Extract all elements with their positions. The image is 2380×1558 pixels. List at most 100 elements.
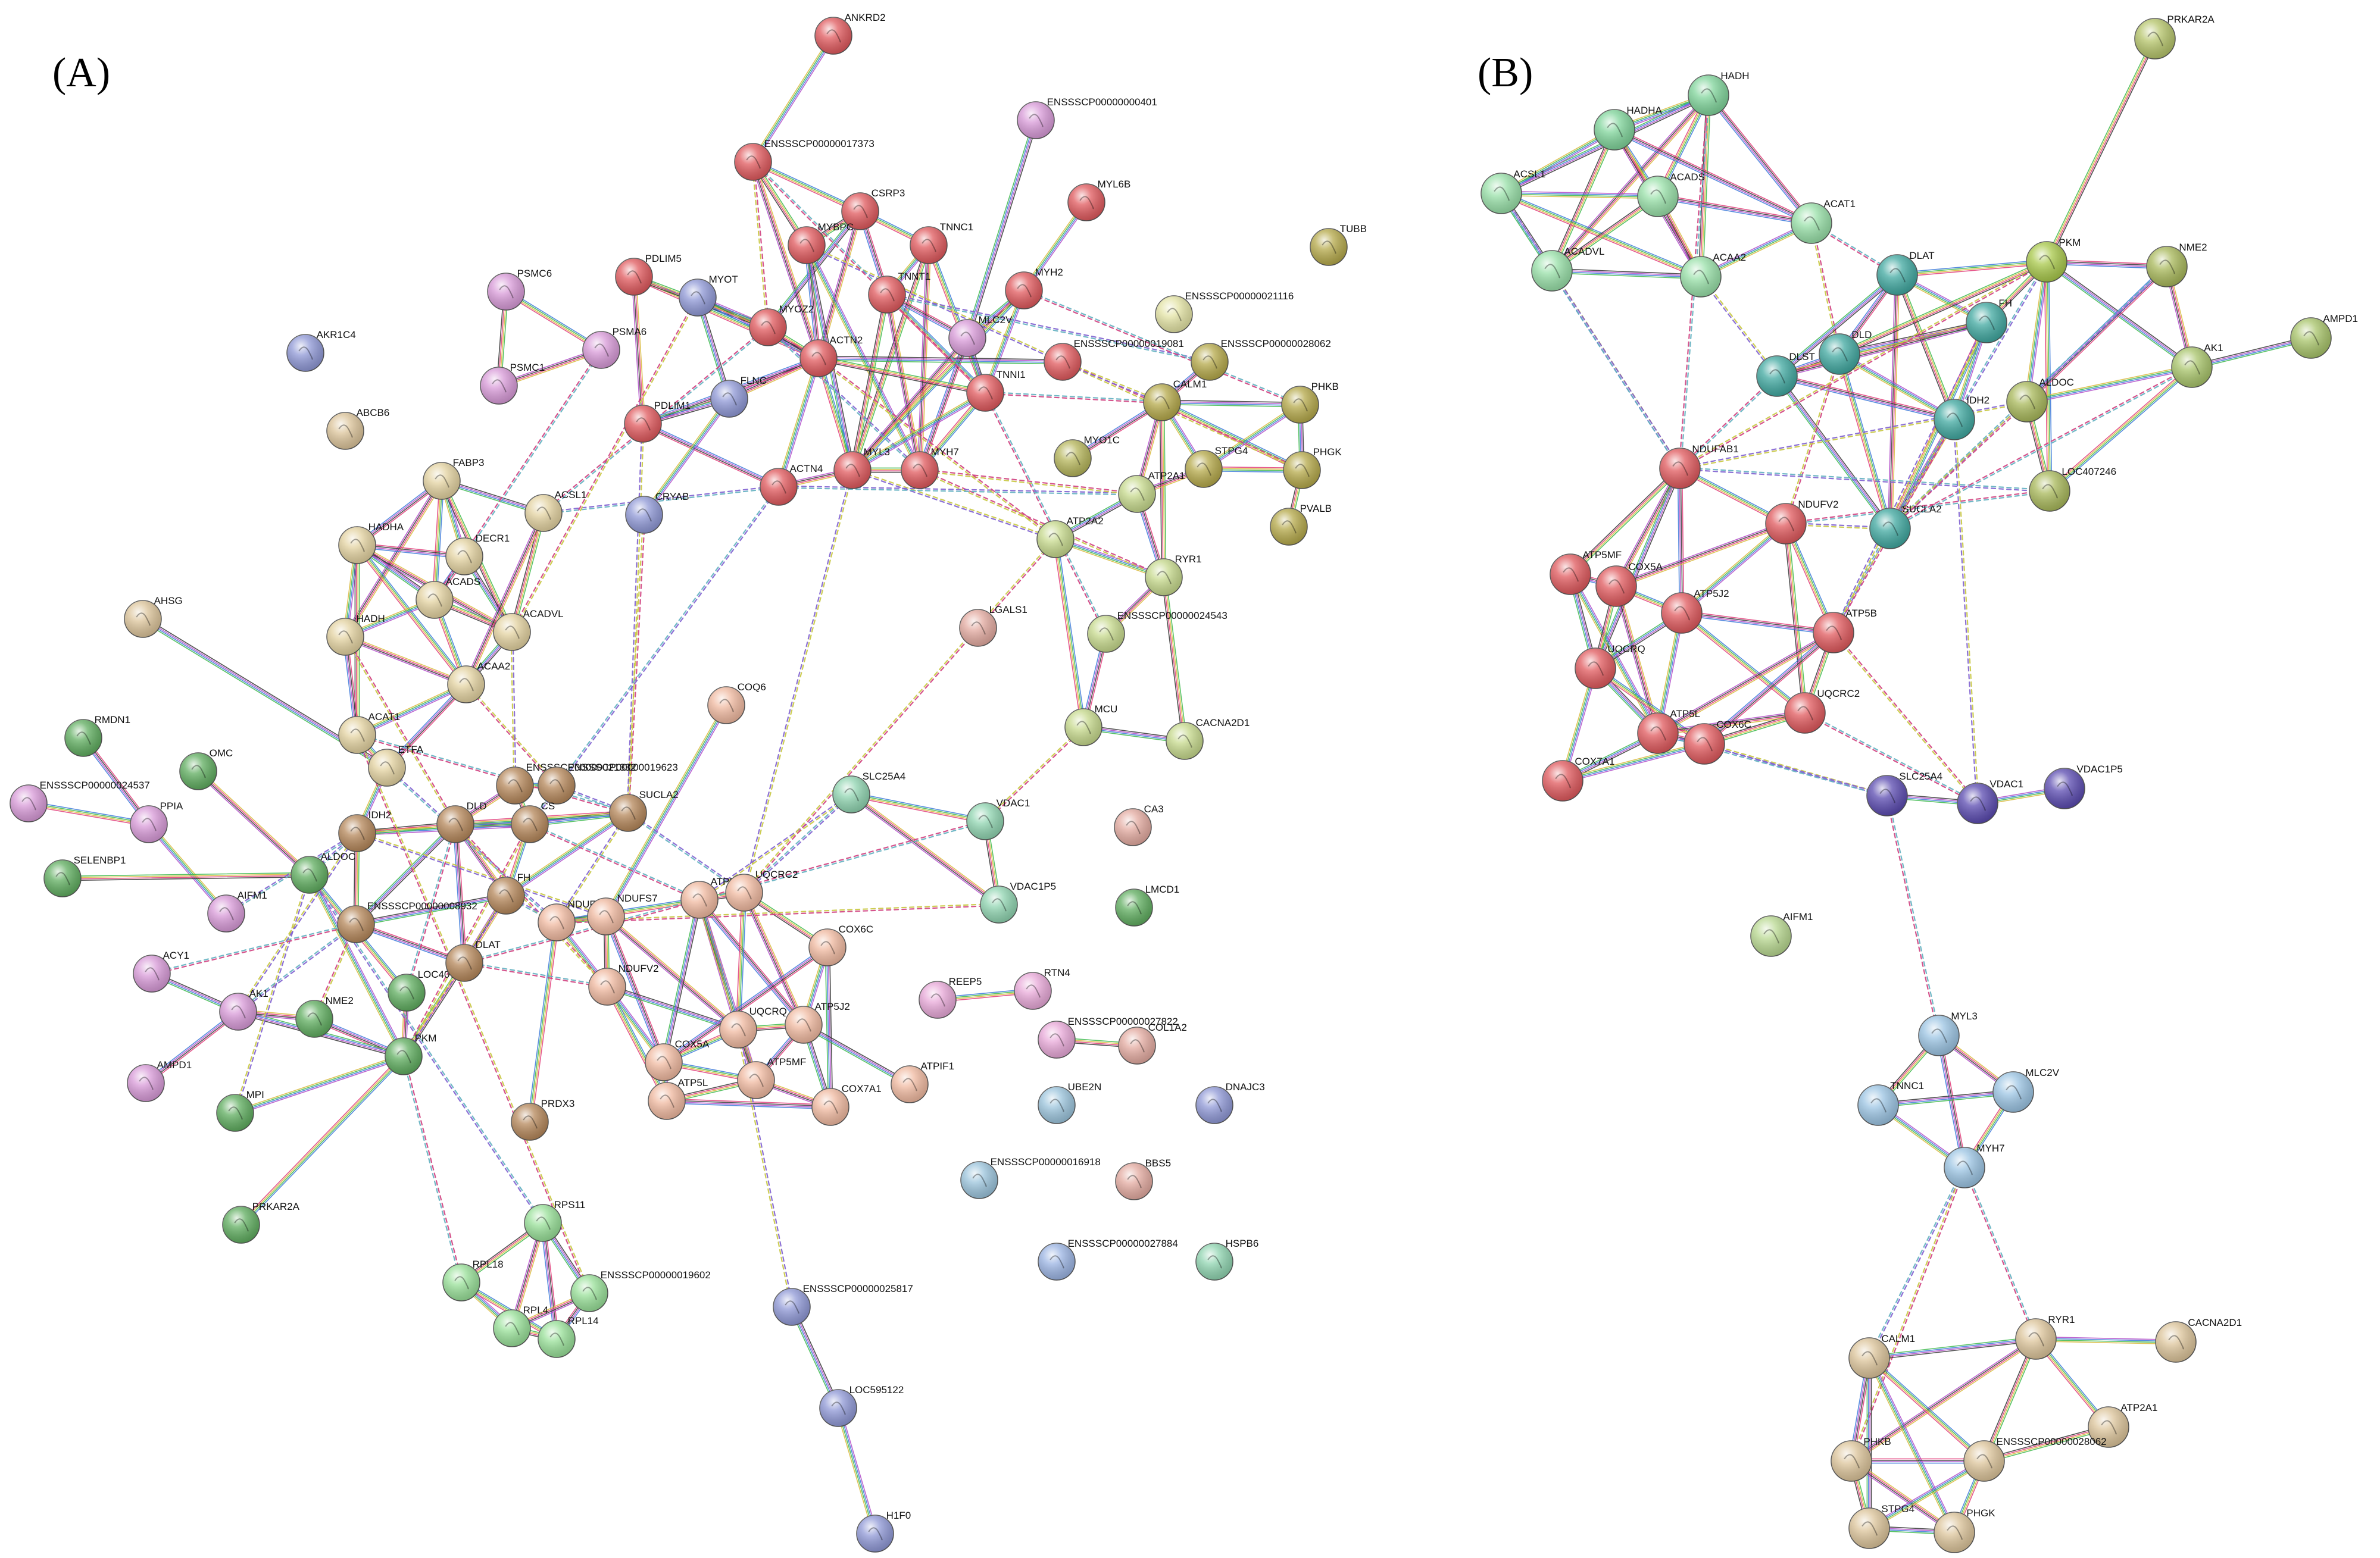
node-atpif1[interactable]: ATPIF1 (891, 1060, 954, 1103)
node-ppia[interactable]: PPIA (130, 800, 183, 843)
node-dlat[interactable]: DLAT (1876, 250, 1935, 296)
node-psmc6[interactable]: PSMC6 (487, 268, 552, 311)
node-acsl1[interactable]: ACSL1 (1481, 168, 1545, 214)
node-hspb6[interactable]: HSPB6 (1195, 1238, 1258, 1281)
node-myl3[interactable]: MYL3 (833, 446, 890, 489)
node-flnc[interactable]: FLNC (710, 375, 767, 418)
node-myo1c[interactable]: MYO1C (1054, 434, 1120, 477)
node-actn2[interactable]: ACTN2 (799, 334, 863, 377)
node-rmdn1[interactable]: RMDN1 (64, 714, 130, 757)
node-atp2a2[interactable]: ATP2A2 (1036, 515, 1104, 558)
node-slc25a4[interactable]: SLC25A4 (832, 771, 905, 814)
node-dlst[interactable]: DLST (1756, 351, 1815, 397)
node-myoz2[interactable]: MYOZ2 (749, 304, 814, 346)
node-enssscp00000008932[interactable]: ENSSSCP00000008932 (337, 900, 477, 943)
node-dnajc3[interactable]: DNAJC3 (1195, 1081, 1265, 1124)
node-nme2[interactable]: NME2 (295, 995, 354, 1038)
node-enssscp00000017373[interactable]: ENSSSCP00000017373 (734, 138, 874, 181)
node-ndufv2[interactable]: NDUFV2 (588, 963, 659, 1006)
node-ahsg[interactable]: AHSG (124, 595, 183, 638)
node-atp5j2[interactable]: ATP5J2 (1661, 588, 1729, 634)
node-acads[interactable]: ACADS (416, 576, 480, 619)
node-fh[interactable]: FH (1966, 298, 2012, 343)
node-mpi[interactable]: MPI (216, 1089, 264, 1132)
node-myot[interactable]: MYOT (679, 274, 738, 317)
node-idh2[interactable]: IDH2 (338, 809, 391, 852)
node-idh2[interactable]: IDH2 (1934, 395, 1989, 440)
node-atp5b[interactable]: ATP5B (1813, 608, 1877, 653)
node-uqcrc2[interactable]: UQCRC2 (725, 869, 798, 912)
node-enssscp00000021116[interactable]: ENSSSCP00000021116 (1155, 290, 1294, 333)
node-cryab[interactable]: CRYAB (625, 491, 689, 534)
node-prkar2a[interactable]: PRKAR2A (2134, 14, 2215, 60)
node-cox5a[interactable]: COX5A (1595, 561, 1663, 607)
node-atp5mf[interactable]: ATP5MF (737, 1056, 806, 1099)
node-psma6[interactable]: PSMA6 (582, 326, 646, 369)
node-prkar2a[interactable]: PRKAR2A (222, 1201, 300, 1244)
node-aldoc[interactable]: ALDOC (2006, 377, 2074, 423)
node-decr1[interactable]: DECR1 (445, 533, 510, 575)
node-aifm1[interactable]: AIFM1 (207, 890, 267, 933)
node-enssscp00000016918[interactable]: ENSSSCP00000016918 (960, 1156, 1101, 1199)
node-phgk[interactable]: PHGK (1934, 1507, 1995, 1553)
node-vdac1[interactable]: VDAC1 (1957, 778, 2023, 824)
node-acat1[interactable]: ACAT1 (1791, 198, 1856, 244)
node-rpl18[interactable]: RPL18 (442, 1259, 504, 1302)
node-enssscp00000000401[interactable]: ENSSSCP00000000401 (1017, 96, 1157, 139)
node-cox5a[interactable]: COX5A (645, 1038, 710, 1081)
node-acy1[interactable]: ACY1 (133, 950, 189, 993)
node-rpl14[interactable]: RPL14 (538, 1315, 599, 1358)
node-pdlim1[interactable]: PDLIM1 (624, 400, 691, 443)
node-hadha[interactable]: HADHA (338, 521, 404, 564)
node-fabp3[interactable]: FABP3 (423, 457, 485, 500)
node-mlc2v[interactable]: MLC2V (1992, 1067, 2060, 1113)
node-acat1[interactable]: ACAT1 (338, 711, 400, 754)
node-myh2[interactable]: MYH2 (1005, 267, 1063, 309)
node-stpg4[interactable]: STPG4 (1185, 445, 1248, 488)
node-tubb[interactable]: TUBB (1310, 223, 1367, 266)
node-cox6c[interactable]: COX6C (808, 924, 873, 966)
node-acaa2[interactable]: ACAA2 (1680, 252, 1746, 298)
node-rps11[interactable]: RPS11 (524, 1199, 585, 1242)
node-phkb[interactable]: PHKB (1831, 1436, 1891, 1482)
node-mcu[interactable]: MCU (1064, 703, 1117, 746)
node-ak1[interactable]: AK1 (219, 988, 268, 1031)
node-hadha[interactable]: HADHA (1594, 105, 1663, 151)
node-psmc1[interactable]: PSMC1 (480, 362, 545, 405)
node-dld[interactable]: DLD (436, 800, 487, 843)
node-vdac1[interactable]: VDAC1 (966, 797, 1030, 840)
node-loc407246[interactable]: LOC407246 (2029, 466, 2116, 512)
node-phgk[interactable]: PHGK (1283, 446, 1342, 489)
node-atp5l[interactable]: ATP5L (648, 1077, 708, 1120)
node-atp5j2[interactable]: ATP5J2 (785, 1001, 850, 1044)
node-enssscp00000019623[interactable]: ENSSSCP00000019623 (538, 762, 678, 805)
node-ca3[interactable]: CA3 (1114, 803, 1164, 846)
node-hadh[interactable]: HADH (326, 613, 385, 656)
node-myl3[interactable]: MYL3 (1918, 1010, 1978, 1056)
node-enssscp00000019602[interactable]: ENSSSCP00000019602 (570, 1269, 711, 1312)
node-cox7a1[interactable]: COX7A1 (1542, 756, 1614, 802)
node-vdac1p5[interactable]: VDAC1P5 (980, 881, 1056, 924)
node-enssscp00000028062[interactable]: ENSSSCP00000028062 (1963, 1436, 2107, 1482)
node-uqcrq[interactable]: UQCRQ (719, 1006, 787, 1049)
node-calm1[interactable]: CALM1 (1143, 378, 1207, 421)
node-dlat[interactable]: DLAT (445, 939, 501, 982)
node-acads[interactable]: ACADS (1637, 171, 1705, 217)
node-aifm1[interactable]: AIFM1 (1750, 911, 1813, 957)
node-enssscp00000027884[interactable]: ENSSSCP00000027884 (1038, 1238, 1178, 1281)
node-h1f0[interactable]: H1F0 (856, 1510, 911, 1553)
node-atp2a1[interactable]: ATP2A1 (1118, 470, 1185, 513)
node-loc595122[interactable]: LOC595122 (819, 1384, 904, 1427)
node-cox7a1[interactable]: COX7A1 (811, 1083, 882, 1126)
node-sucla2[interactable]: SUCLA2 (1869, 503, 1942, 549)
node-ube2n[interactable]: UBE2N (1038, 1081, 1101, 1124)
node-nme2[interactable]: NME2 (2146, 242, 2207, 287)
node-myh7[interactable]: MYH7 (1944, 1143, 2005, 1188)
node-actn4[interactable]: ACTN4 (760, 463, 823, 506)
node-vdac1p5[interactable]: VDAC1P5 (2044, 764, 2123, 809)
node-uqcrc2[interactable]: UQCRC2 (1784, 688, 1860, 734)
node-ndufab1[interactable]: NDUFAB1 (1659, 443, 1739, 489)
node-cox6c[interactable]: COX6C (1684, 719, 1751, 765)
node-myh7[interactable]: MYH7 (901, 446, 959, 489)
node-rtn4[interactable]: RTN4 (1014, 967, 1070, 1010)
